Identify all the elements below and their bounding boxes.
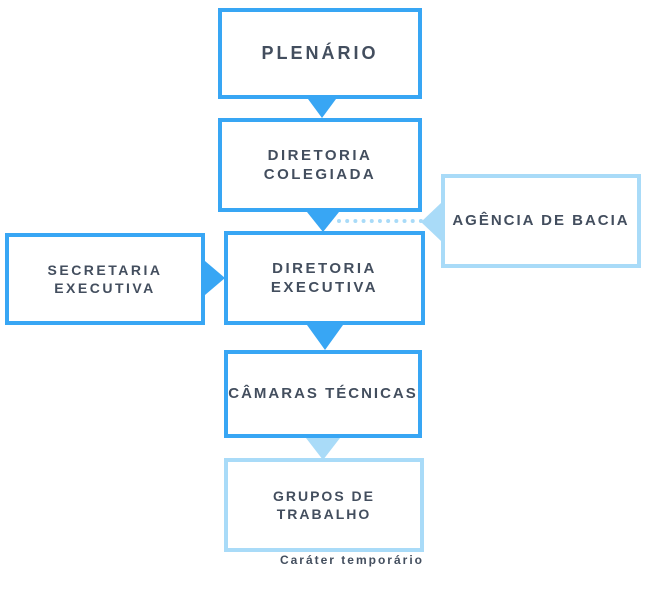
left-arrow-icon-agencia: [421, 203, 441, 241]
node-agencia-de-bacia: AGÊNCIA DE BACIA: [441, 174, 641, 268]
node-grupos-de-trabalho: GRUPOS DE TRABALHO: [224, 458, 424, 552]
node-camaras-tecnicas-label: CÂMARAS TÉCNICAS: [228, 385, 418, 403]
node-agencia-de-bacia-label: AGÊNCIA DE BACIA: [452, 212, 630, 230]
node-plenario: PLENÁRIO: [218, 8, 422, 99]
node-camaras-tecnicas: CÂMARAS TÉCNICAS: [224, 350, 422, 438]
node-plenario-label: PLENÁRIO: [261, 42, 379, 63]
down-arrow-icon-camaras-to-grupos: [306, 438, 340, 460]
node-diretoria-colegiada-label: DIRETORIA COLEGIADA: [263, 146, 377, 184]
down-arrow-icon-colegiada-to-executiva: [307, 212, 339, 232]
temporary-note: Caráter temporário: [279, 553, 424, 567]
node-secretaria-executiva: SECRETARIA EXECUTIVA: [5, 233, 205, 325]
node-secretaria-executiva-label: SECRETARIA EXECUTIVA: [47, 261, 163, 296]
node-grupos-de-trabalho-label: GRUPOS DE TRABALHO: [272, 487, 375, 522]
down-arrow-icon-plenario-to-colegiada: [308, 99, 336, 118]
node-diretoria-colegiada: DIRETORIA COLEGIADA: [218, 118, 422, 212]
down-arrow-icon-executiva-to-camaras: [307, 325, 343, 350]
dotted-connector-agencia: [337, 219, 423, 223]
right-arrow-icon-secretaria-to-executiva: [205, 261, 225, 295]
node-diretoria-executiva: DIRETORIA EXECUTIVA: [224, 231, 425, 325]
node-diretoria-executiva-label: DIRETORIA EXECUTIVA: [270, 259, 379, 297]
